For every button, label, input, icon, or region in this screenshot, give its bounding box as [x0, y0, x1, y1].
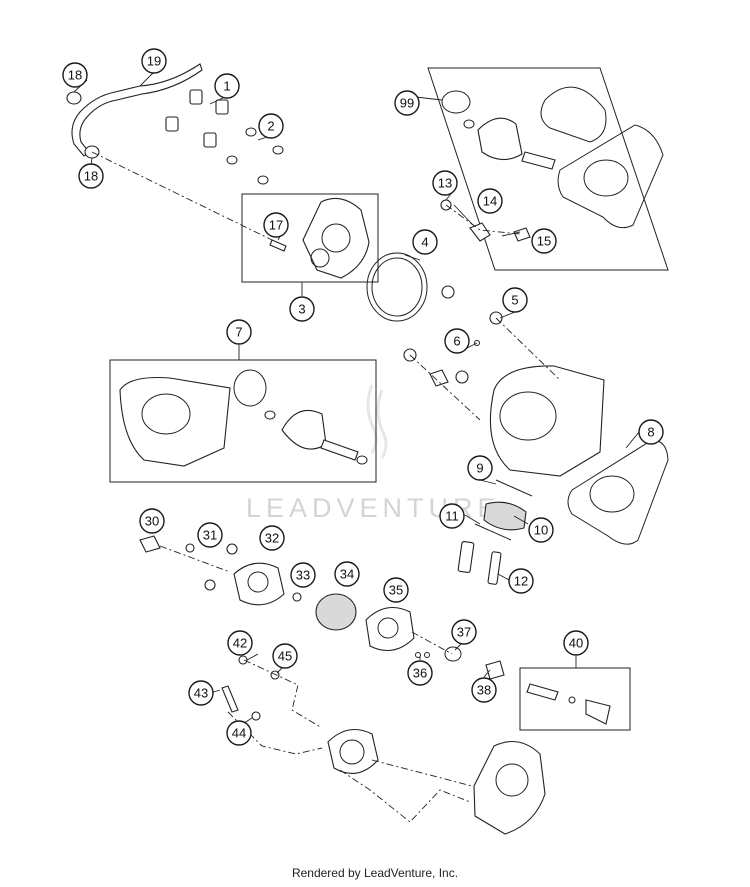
- svg-text:18: 18: [68, 68, 82, 83]
- svg-text:9: 9: [476, 461, 483, 476]
- box-3: [241, 193, 379, 283]
- callout-12: 12: [508, 568, 534, 594]
- svg-text:36: 36: [413, 666, 427, 681]
- svg-text:6: 6: [453, 334, 460, 349]
- callout-6: 6: [444, 328, 470, 354]
- callout-44: 44: [226, 720, 252, 746]
- svg-text:15: 15: [537, 234, 551, 249]
- svg-text:32: 32: [265, 531, 279, 546]
- svg-text:17: 17: [269, 218, 283, 233]
- svg-text:4: 4: [421, 235, 428, 250]
- callout-1: 1: [214, 73, 240, 99]
- callout-42: 42: [227, 630, 253, 656]
- callout-40: 40: [563, 630, 589, 656]
- svg-text:12: 12: [514, 574, 528, 589]
- callout-31: 31: [197, 522, 223, 548]
- svg-text:1: 1: [223, 79, 230, 94]
- callout-3: 3: [289, 296, 315, 322]
- callout-45: 45: [272, 643, 298, 669]
- callout-35: 35: [383, 577, 409, 603]
- svg-text:31: 31: [203, 528, 217, 543]
- callout-2: 2: [258, 113, 284, 139]
- watermark-logo-icon: [366, 384, 388, 459]
- parts-13-15: [440, 199, 531, 242]
- callout-5: 5: [502, 287, 528, 313]
- svg-text:3: 3: [298, 302, 305, 317]
- callout-17: 17: [263, 212, 289, 238]
- callout-15: 15: [531, 228, 557, 254]
- parts-42-45: [221, 655, 280, 721]
- callout-43: 43: [188, 680, 214, 706]
- svg-text:33: 33: [296, 568, 310, 583]
- svg-text:7: 7: [235, 325, 242, 340]
- svg-text:14: 14: [483, 194, 497, 209]
- callout-19: 19: [141, 48, 167, 74]
- svg-text:99: 99: [400, 96, 414, 111]
- svg-text:42: 42: [233, 636, 247, 651]
- callout-18-bottom: 18: [78, 163, 104, 189]
- callout-34: 34: [334, 561, 360, 587]
- callout-9: 9: [467, 455, 493, 481]
- svg-text:11: 11: [445, 509, 459, 524]
- watermark: LEADVENTURE: [246, 384, 496, 523]
- svg-text:40: 40: [569, 636, 583, 651]
- callout-11: 11: [439, 503, 465, 529]
- cylinder-5: [403, 285, 605, 477]
- callout-10: 10: [528, 517, 554, 543]
- callout-99: 99: [394, 90, 420, 116]
- callout-33: 33: [290, 562, 316, 588]
- gasket-8: [567, 439, 669, 545]
- callout-13: 13: [432, 170, 458, 196]
- gasket-4: [366, 252, 428, 322]
- svg-text:44: 44: [232, 726, 246, 741]
- svg-text:30: 30: [145, 514, 159, 529]
- callout-36: 36: [407, 660, 433, 686]
- svg-text:19: 19: [147, 54, 161, 69]
- callout-7: 7: [226, 319, 252, 345]
- callout-32: 32: [259, 525, 285, 551]
- parts-9-12: [457, 479, 533, 585]
- footer-credit: Rendered by LeadVenture, Inc.: [291, 866, 459, 880]
- svg-text:2: 2: [267, 119, 274, 134]
- box-40: [519, 667, 631, 731]
- svg-text:5: 5: [511, 293, 518, 308]
- parts-30-38: [139, 535, 505, 680]
- callout-38: 38: [471, 677, 497, 703]
- svg-text:13: 13: [438, 176, 452, 191]
- callout-30: 30: [139, 508, 165, 534]
- svg-text:8: 8: [647, 425, 654, 440]
- box-99: [427, 67, 669, 271]
- callout-14: 14: [477, 188, 503, 214]
- svg-text:34: 34: [340, 567, 354, 582]
- callout-37: 37: [451, 619, 477, 645]
- svg-text:35: 35: [389, 583, 403, 598]
- assembly-lines: [91, 151, 561, 823]
- bolts-1: [165, 89, 284, 185]
- svg-text:45: 45: [278, 649, 292, 664]
- callout-4: 4: [412, 229, 438, 255]
- svg-text:18: 18: [84, 169, 98, 184]
- box-7: [109, 359, 377, 483]
- svg-text:43: 43: [194, 686, 208, 701]
- callout-18-top: 18: [62, 62, 88, 88]
- svg-text:37: 37: [457, 625, 471, 640]
- svg-text:10: 10: [534, 523, 548, 538]
- svg-text:38: 38: [477, 683, 491, 698]
- lower-assembly: [327, 728, 546, 835]
- callout-8: 8: [638, 419, 664, 445]
